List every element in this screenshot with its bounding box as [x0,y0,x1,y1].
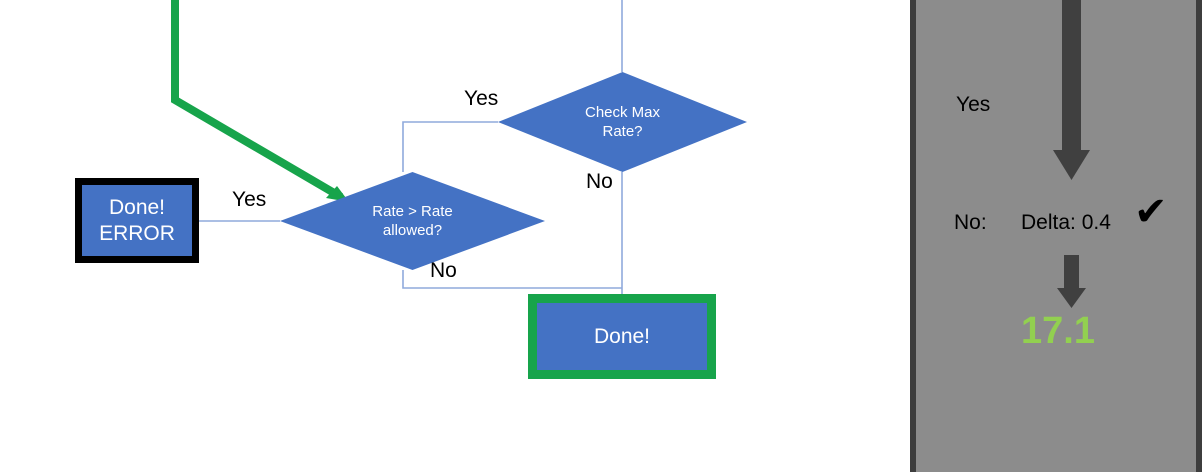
edge-label-yes-to-error: Yes [232,188,267,211]
edge-label-no-from-check-max-rate: No [586,170,613,193]
flowchart-connectors [171,0,623,294]
side-panel: Yes No: Delta: 0.4 ✔ 17.1 [910,0,1202,472]
node-done-error[interactable]: Done! ERROR [75,178,199,263]
node-done-error-text: Done! ERROR [99,195,175,246]
edge-label-yes-to-rate-check: Yes [464,87,499,110]
panel-arrows [1053,0,1090,308]
check-max-rate-diamond-shape [498,72,747,172]
node-rate-gt-allowed[interactable]: Rate > Rate allowed? [280,172,545,270]
connector-yes-to-rate-allowed [402,121,498,172]
connector-lines [199,0,623,294]
panel-delta-value: Delta: 0.4 [1021,211,1111,234]
panel-arrow-top [1053,0,1090,180]
connector-no-rate-allowed-to-done [402,270,622,289]
panel-yes-label: Yes [956,93,991,116]
node-done-error-line1: Done! [108,195,166,219]
edge-label-no-to-done: No [430,259,457,282]
panel-no-label: No: [954,211,987,234]
node-check-max-rate[interactable]: Check Max Rate? [498,72,747,172]
node-done-ok[interactable]: Done! [528,294,716,379]
node-done-error-line2: ERROR [99,221,175,245]
panel-result-value: 17.1 [1021,310,1095,352]
node-done-ok-label: Done! [593,324,651,348]
check-mark-icon: ✔ [1134,190,1168,234]
rate-gt-allowed-diamond-shape [280,172,545,270]
panel-arrow-bottom [1057,255,1086,308]
